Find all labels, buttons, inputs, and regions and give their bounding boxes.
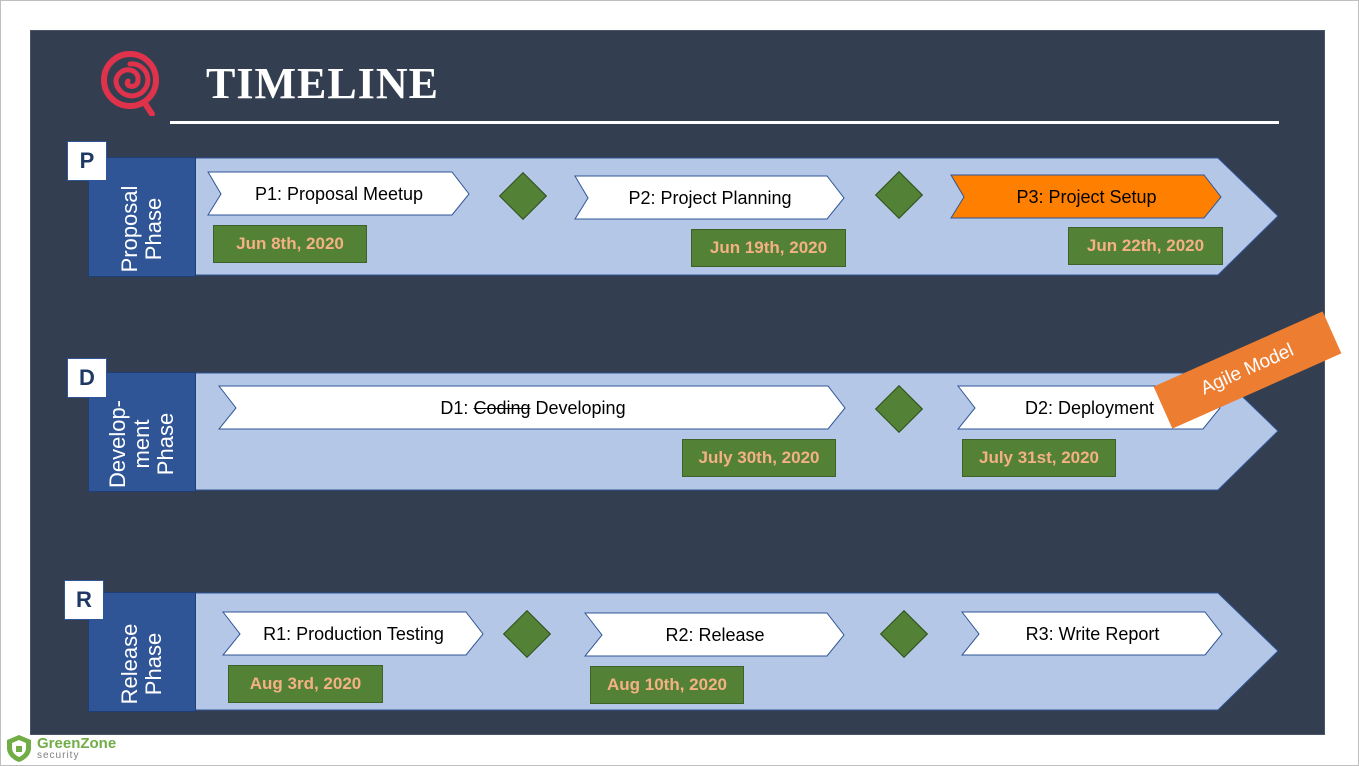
step-chevron-p3[interactable] — [950, 174, 1223, 220]
step-label-p1: P1: Proposal Meetup — [254, 183, 424, 204]
step-label-r1: R1: Production Testing — [263, 623, 444, 644]
brand-name: GreenZone — [37, 734, 117, 752]
release-letter-badge: R — [64, 580, 104, 620]
step-chevron-p1[interactable] — [207, 171, 471, 217]
date-badge-d2: July 31st, 2020 — [962, 439, 1116, 477]
step-chevron-r1[interactable] — [222, 611, 485, 657]
date-badge-p1: Jun 8th, 2020 — [213, 225, 367, 263]
date-badge-p2: Jun 19th, 2020 — [691, 229, 846, 267]
step-label-d1: D1: Coding Developing — [440, 397, 626, 418]
date-badge-d1: July 30th, 2020 — [682, 439, 836, 477]
shield-icon — [7, 735, 31, 762]
step-label-r2: R2: Release — [665, 624, 765, 645]
title-divider — [170, 121, 1279, 124]
step-label-p3: P3: Project Setup — [1016, 186, 1157, 207]
brand-subtitle: security — [37, 749, 80, 761]
date-badge-r2: Aug 10th, 2020 — [590, 666, 744, 704]
step-chevron-r3[interactable] — [961, 611, 1224, 657]
struck-word: Coding — [473, 397, 531, 418]
step-label-r3: R3: Write Report — [1025, 623, 1160, 644]
proposal-letter-badge: P — [67, 141, 107, 181]
date-badge-p3: Jun 22th, 2020 — [1068, 227, 1223, 265]
date-badge-r1: Aug 3rd, 2020 — [228, 665, 383, 703]
step-label-p2: P2: Project Planning — [628, 187, 792, 208]
step-chevron-p2[interactable] — [574, 175, 846, 221]
greenzone-logo: GreenZone security — [4, 733, 116, 763]
step-chevron-r2[interactable] — [584, 612, 846, 658]
page-title: TIMELINE — [206, 59, 439, 108]
development-letter-badge: D — [67, 358, 107, 398]
spiral-logo-icon — [101, 51, 159, 116]
step-label-d2: D2: Deployment — [1024, 397, 1155, 418]
step-chevron-d1[interactable] — [218, 385, 848, 431]
